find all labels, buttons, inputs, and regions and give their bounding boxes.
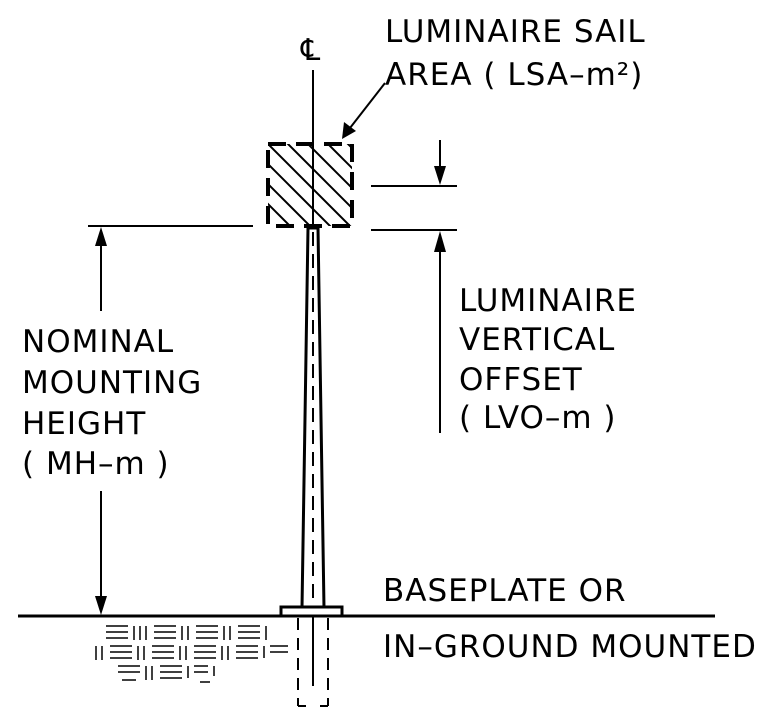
vertical-offset-dimension xyxy=(371,140,457,433)
pole xyxy=(300,226,326,610)
vertical-offset-label-line3: OFFSET xyxy=(459,362,583,398)
mounting-height-label-line2: MOUNTING xyxy=(22,365,202,401)
base-label-line1: BASEPLATE OR xyxy=(383,573,627,609)
sail-label-line2: AREA ( LSA–m²) xyxy=(385,57,643,93)
mounting-height-label-line1: NOMINAL xyxy=(22,324,174,360)
in-ground-foundation xyxy=(297,618,329,707)
earth-hatch xyxy=(95,625,288,683)
vertical-offset-label-line2: VERTICAL xyxy=(459,322,615,358)
base-label-line2: IN–GROUND MOUNTED xyxy=(383,629,757,665)
luminaire-sail-area xyxy=(266,142,354,228)
vertical-offset-label-line4: ( LVO–m ) xyxy=(459,400,617,436)
mounting-height-label-line4: ( MH–m ) xyxy=(22,446,170,482)
sail-leader-arrow xyxy=(342,82,386,139)
mounting-height-dimension xyxy=(88,225,253,615)
vertical-offset-label-line1: LUMINAIRE xyxy=(459,283,637,319)
sail-label-line1: LUMINAIRE SAIL xyxy=(385,14,646,50)
centerline-symbol: ℄ xyxy=(300,33,320,68)
mounting-height-label-line3: HEIGHT xyxy=(22,406,146,442)
